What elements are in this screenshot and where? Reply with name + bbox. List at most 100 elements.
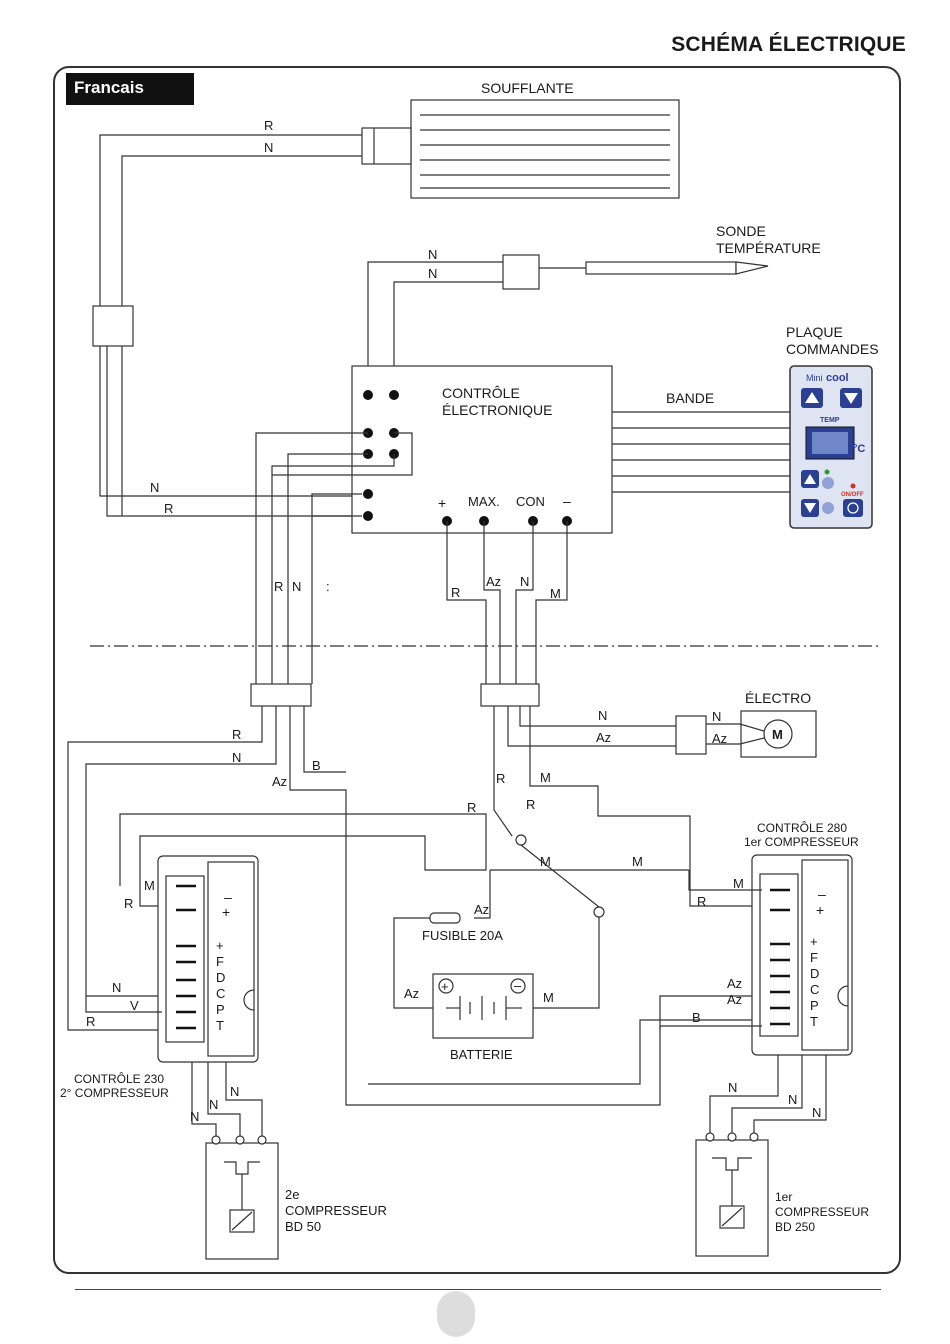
arrow-up-icon — [804, 474, 816, 484]
connector — [92, 305, 134, 347]
wire-label: R — [467, 800, 476, 815]
control-280-module — [751, 854, 853, 1056]
panel-label-2: COMMANDES — [786, 341, 879, 357]
wire-label: R — [451, 585, 460, 600]
panel-temp-label: TEMP — [820, 417, 840, 424]
strip-label: BANDE — [666, 390, 714, 406]
c230-pin: D — [216, 970, 225, 985]
snowflake-icon — [822, 502, 834, 514]
c230-pin: C — [216, 986, 225, 1001]
blower-label: SOUFFLANTE — [481, 80, 574, 96]
wire-label: Az — [272, 774, 287, 789]
wire-label: N — [230, 1084, 239, 1099]
wire-label: Az — [486, 574, 501, 589]
wire-label: N — [150, 480, 159, 495]
c230-pin: + — [216, 938, 224, 953]
ctrl280-label-1: CONTRÔLE 280 — [757, 820, 847, 835]
panel-brand-small: Mini — [806, 373, 823, 383]
wire-label: R — [124, 896, 133, 911]
connector-right — [480, 683, 540, 707]
c230-minus: – — [224, 889, 232, 905]
wire-label: N — [598, 708, 607, 723]
arrow-up-icon — [805, 392, 819, 403]
wire-label: N — [428, 266, 437, 281]
snowflake-icon — [822, 477, 834, 489]
arrow-down-icon — [844, 393, 858, 404]
wire-label: V — [130, 998, 139, 1013]
control-label-1: CONTRÔLE — [442, 385, 520, 401]
power-button[interactable] — [843, 499, 863, 517]
terminal-plus: + — [438, 495, 446, 511]
wire-label: Az — [596, 730, 611, 745]
svg-text:–: – — [514, 978, 522, 993]
fuse — [429, 912, 461, 924]
panel-brand-large: cool — [826, 372, 849, 384]
c230-plus: + — [222, 904, 230, 920]
compressor-1 — [695, 1132, 769, 1257]
wire-label: M — [632, 854, 643, 869]
junction — [515, 834, 527, 846]
wire-label: R — [697, 894, 706, 909]
motor-symbol: M — [772, 727, 783, 742]
junction — [593, 906, 605, 918]
temperature-sensor — [502, 254, 769, 290]
c280-pin: F — [810, 950, 818, 965]
wire-label: R — [232, 727, 241, 742]
panel-unit: °C — [853, 443, 865, 455]
comp2-label-1: 2e — [285, 1187, 299, 1202]
connector-left — [250, 683, 312, 707]
compressor-2 — [205, 1135, 279, 1260]
wire-label: R — [86, 1014, 95, 1029]
c280-pin: P — [810, 998, 819, 1013]
wire-label: R — [496, 771, 505, 786]
electro-label: ÉLECTRO — [745, 690, 811, 706]
battery-label: BATTERIE — [450, 1047, 513, 1062]
control-label-2: ÉLECTRONIQUE — [442, 402, 552, 418]
wire-label: Az — [404, 986, 419, 1001]
control-panel: Mini cool TEMP °C ON/OFF — [789, 365, 873, 529]
c230-pin: T — [216, 1018, 224, 1033]
panel-onoff-label: ON/OFF — [841, 492, 864, 498]
wire-label: Az — [727, 976, 742, 991]
comp2-label-2: COMPRESSEUR — [285, 1203, 387, 1218]
diagram-frame — [53, 66, 901, 1274]
comp2-label-3: BD 50 — [285, 1219, 321, 1234]
sensor-label-2: TEMPÉRATURE — [716, 240, 821, 256]
wire-label: M — [550, 586, 561, 601]
wire-label: M — [540, 770, 551, 785]
c280-minus: – — [818, 886, 826, 902]
wire-label: R — [526, 797, 535, 812]
c280-pin: T — [810, 1014, 818, 1029]
page-title: SCHÉMA ÉLECTRIQUE — [671, 33, 906, 56]
wire-label: M — [733, 876, 744, 891]
electro-connector — [675, 715, 707, 755]
comp1-label-1: 1er — [775, 1190, 792, 1204]
wire-label: : — [326, 579, 330, 594]
wire-label: M — [144, 878, 155, 893]
wire-label: N — [728, 1080, 737, 1095]
c280-pin: C — [810, 982, 819, 997]
terminal-minus: – — [563, 493, 571, 509]
wire-label: N — [209, 1097, 218, 1112]
blower — [361, 99, 680, 199]
terminal-max: MAX. — [468, 494, 500, 509]
language-tab: Francais — [66, 73, 194, 105]
wire-label: N — [428, 247, 437, 262]
fuse-label: FUSIBLE 20A — [422, 928, 503, 943]
wire-label: R — [164, 501, 173, 516]
arrow-down-icon — [804, 503, 816, 513]
wire-label: N — [788, 1092, 797, 1107]
power-icon — [847, 502, 859, 514]
wire-label: N — [812, 1105, 821, 1120]
wire-label: M — [540, 854, 551, 869]
terminal-con: CON — [516, 494, 545, 509]
wire-label: N — [190, 1109, 199, 1124]
ctrl230-label-2: 2° COMPRESSEUR — [60, 1086, 169, 1100]
wire-label: N — [232, 750, 241, 765]
panel-label-1: PLAQUE — [786, 324, 843, 340]
wire-label: Az — [474, 902, 489, 917]
wire-label: N — [712, 709, 721, 724]
wire-label: N — [112, 980, 121, 995]
c280-pin: D — [810, 966, 819, 981]
